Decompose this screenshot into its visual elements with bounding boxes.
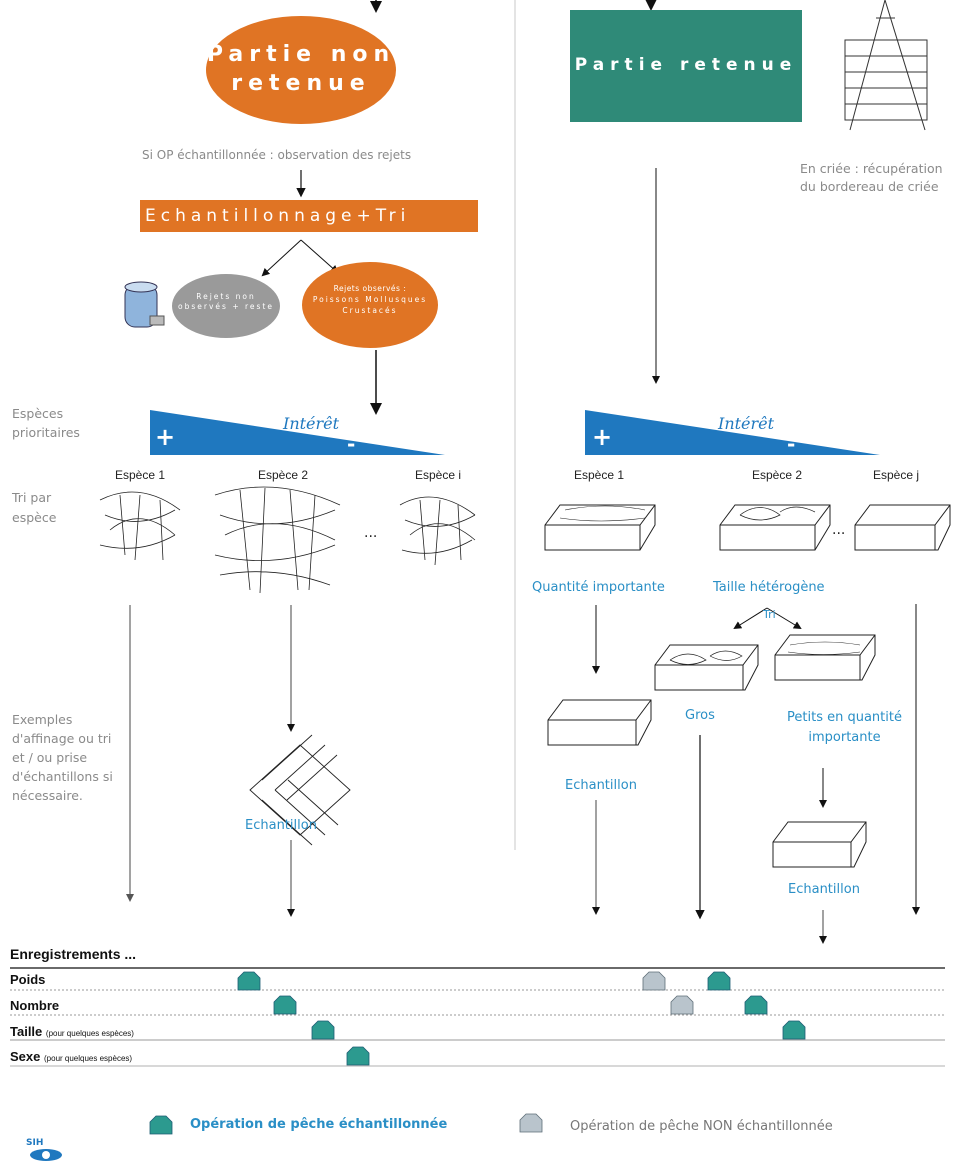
sampling-bar	[140, 200, 478, 232]
ellipsis-right: ...	[832, 522, 846, 538]
species-j-right: Espèce j	[873, 468, 920, 482]
small-large-quantity-label: Petits en quantité importante	[787, 710, 902, 745]
large-quantity-label: Quantité importante	[532, 580, 665, 595]
legend-sampled: Opération de pêche échantillonnée	[190, 1117, 448, 1132]
large-fish-label: Gros	[685, 708, 715, 723]
record-row-label: Poids	[10, 972, 46, 987]
fish-cluster-i	[399, 496, 476, 566]
crate-petits	[774, 634, 876, 681]
crate-species-1	[544, 504, 656, 551]
minus-sign-right: -	[787, 432, 796, 456]
record-row-note: (pour quelques espèces)	[45, 1029, 134, 1038]
net-sample-icon	[249, 734, 351, 846]
sampling-title: Echantillonnage+Tri	[145, 206, 411, 226]
sort-by-species-label: Tri par espèce	[12, 490, 57, 525]
records-title: Enregistrements ...	[10, 946, 137, 962]
sih-logo-text: SIH	[26, 1138, 44, 1148]
species-1-left: Espèce 1	[115, 468, 166, 482]
record-row-nombre: Nombre	[10, 998, 59, 1013]
crate-species-j	[854, 504, 951, 551]
priority-species-label: Espèces prioritaires	[12, 406, 80, 440]
species-1-right: Espèce 1	[574, 468, 625, 482]
record-row-note: (pour quelques espèces)	[44, 1054, 133, 1063]
unobserved-discards-oval	[172, 274, 280, 338]
observed-discards-oval	[302, 262, 438, 348]
fish-cluster-1	[99, 491, 181, 561]
auction-note: En criée : récupération du bordereau de …	[800, 161, 943, 194]
sample-label-right-1: Echantillon	[565, 778, 637, 793]
observed-discards-body: Poissons Mollusques Crustacés	[312, 295, 428, 315]
interest-label-right: Intérêt	[718, 414, 775, 433]
record-row-taille: Taille (pour quelques espèces)	[10, 1024, 134, 1039]
sample-label-right-2: Echantillon	[788, 882, 860, 897]
record-row-label: Nombre	[10, 998, 60, 1013]
retained-title: Partie retenue	[574, 55, 798, 75]
not-sampled-op-icon	[519, 971, 694, 1133]
heterogeneous-size-label: Taille hétérogène	[713, 580, 825, 595]
retained-box	[570, 10, 802, 122]
crate-species-2	[719, 504, 831, 551]
sort-label: Tri	[763, 608, 776, 621]
record-row-poids: Poids	[10, 972, 45, 987]
species-i-left: Espèce i	[415, 468, 462, 482]
observation-note: Si OP échantillonnée : observation des r…	[142, 148, 412, 162]
fish-cluster-2	[214, 486, 341, 594]
non-retained-ellipse	[206, 16, 396, 124]
sample-label-left: Echantillon	[245, 818, 317, 833]
crate-gros	[654, 644, 759, 691]
ellipsis-left: ...	[364, 525, 378, 541]
species-2-right: Espèce 2	[752, 468, 803, 482]
refinement-examples-note: Exemples d'affinage ou tri et / ou prise…	[12, 712, 113, 803]
record-row-label: Taille	[10, 1024, 43, 1039]
crate-sample-right	[547, 699, 652, 746]
legend-not-sampled: Opération de pêche NON échantillonnée	[570, 1119, 833, 1134]
plus-sign-left: +	[155, 423, 176, 451]
record-row-sexe: Sexe (pour quelques espèces)	[10, 1049, 132, 1064]
sampled-op-icon	[149, 971, 806, 1135]
non-retained-title: Partie non retenue	[206, 42, 396, 96]
species-2-left: Espèce 2	[258, 468, 309, 482]
sih-logo-icon	[30, 1149, 62, 1161]
crate-sample-small	[772, 821, 867, 868]
record-row-label: Sexe	[10, 1049, 41, 1064]
plus-sign-right: +	[592, 423, 613, 451]
interest-triangle-left	[150, 410, 445, 455]
minus-sign-left: -	[347, 432, 356, 456]
observed-discards-title: Rejets observés :	[333, 284, 407, 293]
interest-triangle-right	[585, 410, 880, 455]
observed-discards-label: Rejets observés : Poissons Mollusques Cr…	[308, 283, 432, 316]
unobserved-discards-label: Rejets non observés + reste	[178, 292, 274, 311]
interest-label-left: Intérêt	[283, 414, 340, 433]
crate-stack-icon	[844, 0, 928, 131]
bin-icon	[124, 281, 165, 328]
